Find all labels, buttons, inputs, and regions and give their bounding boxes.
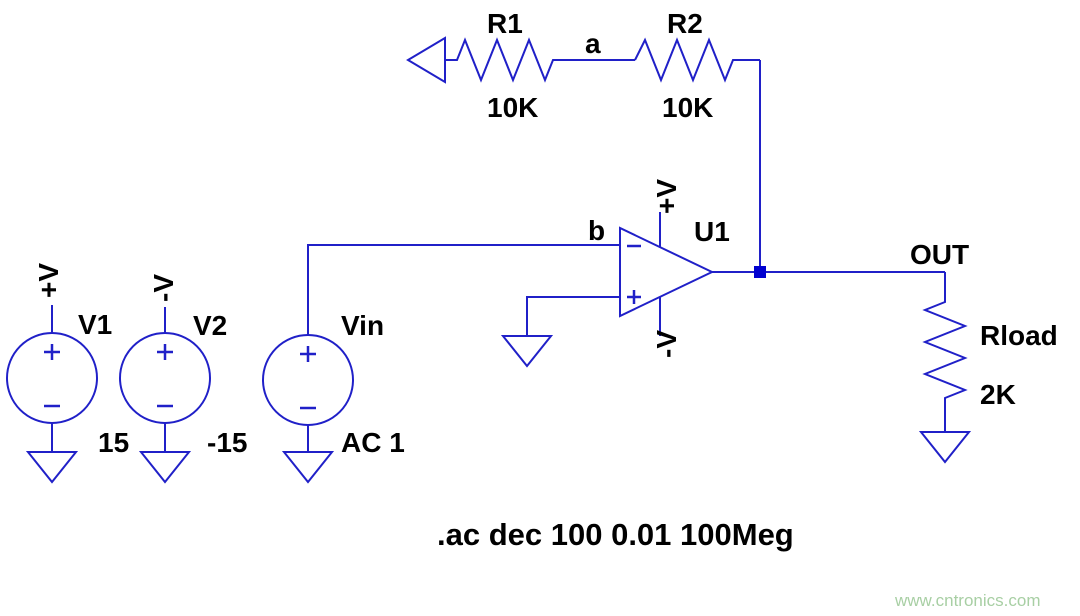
resistor-r1-symbol bbox=[445, 37, 560, 83]
v2-plus-mark bbox=[157, 344, 173, 360]
rload-value: 2K bbox=[980, 379, 1016, 410]
opamp-vminus-label: -V bbox=[651, 330, 682, 358]
spice-directive: .ac dec 100 0.01 100Meg bbox=[437, 517, 794, 552]
net-b-label: b bbox=[588, 215, 605, 246]
resistor-rload-symbol bbox=[922, 272, 968, 432]
r2-label: R2 bbox=[667, 8, 703, 39]
watermark: www.cntronics.com bbox=[894, 591, 1040, 610]
opamp-noninverting-input-mark bbox=[627, 290, 641, 304]
v2-value: -15 bbox=[207, 427, 247, 458]
vin-label: Vin bbox=[341, 310, 384, 341]
ground-icon-v1 bbox=[25, 451, 79, 484]
opamp-vplus-label: +V bbox=[651, 179, 682, 214]
junction-node bbox=[754, 266, 766, 278]
net-a-label: a bbox=[585, 28, 601, 59]
left-rail-arrow-icon bbox=[406, 36, 446, 84]
vin-value: AC 1 bbox=[341, 427, 405, 458]
rload-label: Rload bbox=[980, 320, 1058, 351]
wire-noninverting-to-ground bbox=[526, 296, 620, 336]
r2-value: 10K bbox=[662, 92, 713, 123]
ground-icon-v2 bbox=[138, 451, 192, 484]
vin-plus-mark bbox=[300, 346, 316, 362]
ground-icon-vin bbox=[281, 451, 335, 484]
v1-rail-label: +V bbox=[33, 263, 64, 298]
ground-icon-opamp-input bbox=[500, 335, 554, 368]
ground-icon-rload bbox=[918, 431, 972, 464]
r1-label: R1 bbox=[487, 8, 523, 39]
resistor-r2-symbol bbox=[634, 37, 760, 83]
v1-plus-mark bbox=[44, 344, 60, 360]
net-out-label: OUT bbox=[910, 239, 969, 270]
v1-value: 15 bbox=[98, 427, 129, 458]
u1-label: U1 bbox=[694, 216, 730, 247]
v1-label: V1 bbox=[78, 309, 112, 340]
v2-rail-label: -V bbox=[148, 274, 179, 302]
wire-vin-to-inverting-input bbox=[307, 244, 620, 335]
opamp-u1-symbol bbox=[619, 226, 715, 318]
v2-label: V2 bbox=[193, 310, 227, 341]
r1-value: 10K bbox=[487, 92, 538, 123]
